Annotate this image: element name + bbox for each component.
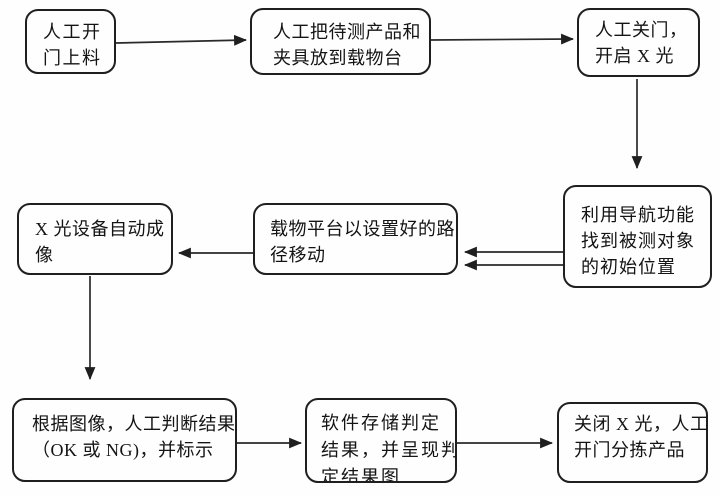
step-text-line: 结果，并呈现判 — [321, 440, 457, 460]
step-text-line: 根据图像，人工判断结果 — [32, 414, 236, 434]
step-text-line: 开启 X 光 — [595, 46, 674, 66]
step-open-door-load: 人工开 门上料 — [25, 9, 116, 74]
step-text-line: 定结果图 — [321, 467, 401, 483]
step-text-line: X 光设备自动成 — [35, 219, 165, 239]
step-place-product-on-stage: 人工把待测产品和 夹具放到载物台 — [250, 8, 431, 75]
step-text-line: 软件存储判定 — [321, 413, 441, 433]
arrow-load-to-place — [115, 34, 248, 46]
step-text-line: 人工关门， — [595, 20, 688, 40]
step-text-line: （OK 或 NG)，并标示 — [32, 440, 214, 460]
step-text-line: 的初始位置 — [581, 257, 676, 277]
step-xray-off-sort-product: 关闭 X 光，人工 开门分拣产品 — [557, 402, 708, 483]
step-close-door-xray-on: 人工关门， 开启 X 光 — [577, 8, 700, 77]
step-text-line: 利用导航功能 — [581, 205, 695, 225]
step-manual-judgement: 根据图像，人工判断结果 （OK 或 NG)，并标示 — [12, 398, 237, 482]
step-text-line: 找到被测对象 — [581, 231, 695, 251]
step-text-line: 人工开 — [43, 22, 102, 42]
step-text-line: 径移动 — [270, 245, 326, 265]
step-text-line: 关闭 X 光，人工 — [574, 414, 709, 434]
step-text-line: 门上料 — [43, 48, 102, 68]
step-text-line: 人工把待测产品和 — [273, 22, 421, 42]
step-text-line: 开门分拣产品 — [574, 440, 685, 460]
step-text-line: 像 — [35, 245, 54, 265]
step-software-store-result: 软件存储判定 结果，并呈现判 定结果图 — [305, 398, 457, 483]
step-text-line: 夹具放到载物台 — [273, 48, 403, 68]
arrow-place-to-closedoor — [430, 33, 575, 45]
step-stage-move-preset-path: 载物平台以设置好的路 径移动 — [253, 203, 458, 275]
step-navigate-to-initial-position: 利用导航功能 找到被测对象 的初始位置 — [563, 185, 712, 288]
step-xray-auto-imaging: X 光设备自动成 像 — [17, 203, 173, 275]
step-text-line: 载物平台以设置好的路 — [270, 219, 455, 239]
